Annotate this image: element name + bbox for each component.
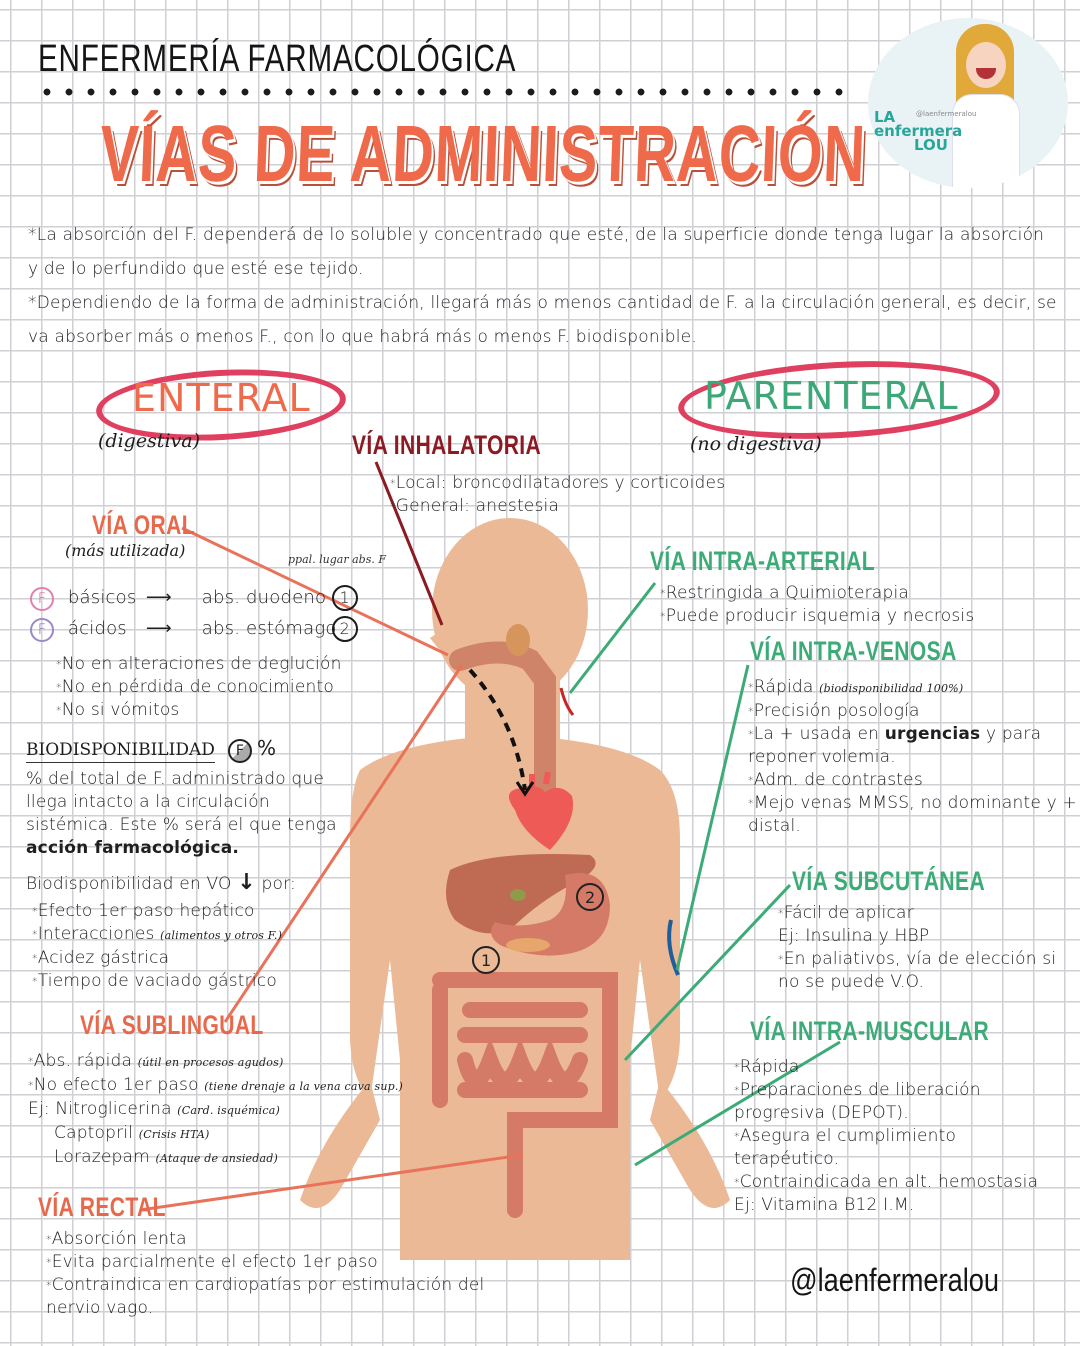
enteral-sublabel: (digestiva)	[98, 430, 200, 452]
nurse-avatar-uniform	[952, 94, 1020, 188]
list-item: Ej: Nitroglicerina (Card. isquémica)	[28, 1099, 281, 1119]
list-item: *La + usada en urgencias y para reponer …	[748, 724, 1042, 767]
drug-f-icon: F	[30, 587, 54, 611]
list-item: *No efecto 1er paso (tiene drenaje a la …	[28, 1075, 404, 1095]
ph-row-acidos: F ácidos ⟶ abs. estómago 2	[30, 613, 358, 644]
ph-absorption-table: F básicos ⟶ abs. duodeno 1 F ácidos ⟶ ab…	[30, 582, 358, 644]
parenteral-sublabel: (no digestiva)	[690, 433, 822, 455]
list-item: *General: anestesia	[390, 496, 560, 516]
absorption-note: ppal. lugar abs. F	[288, 553, 386, 566]
intro-paragraph: *Dependiendo de la forma de administraci…	[28, 293, 1057, 347]
list-item: *No en pérdida de conocimiento	[56, 677, 334, 697]
list-item: Lorazepam (Ataque de ansiedad)	[54, 1147, 278, 1167]
list-item: *Efecto 1er paso hepático	[32, 901, 255, 921]
marker-number: 1	[331, 585, 358, 611]
svg-text:1: 1	[481, 951, 491, 970]
stomach	[491, 873, 610, 956]
via-intra-venosa-list: *Rápida (biodisponibilidad 100%) *Precis…	[748, 676, 1078, 838]
parenteral-label: PARENTERAL	[704, 374, 959, 418]
enteral-label: ENTERAL	[132, 376, 311, 420]
digestive-tract	[449, 624, 556, 811]
intestines	[432, 972, 618, 1218]
via-oral-heading: VÍA ORAL	[92, 510, 195, 540]
drug-f-icon: F	[30, 618, 54, 642]
list-item: Ej: Vitamina B12 I.M.	[734, 1195, 915, 1215]
dotted-divider	[36, 88, 856, 96]
via-subcutanea-heading: VÍA SUBCUTÁNEA	[792, 866, 986, 896]
marker-estomago: 2	[576, 883, 604, 911]
list-item: Ej: Insulina y HBP	[778, 926, 930, 946]
list-item: *Fácil de aplicar	[778, 903, 914, 923]
logo-line-3: LOU	[914, 136, 948, 154]
list-item: *Rápida	[734, 1057, 800, 1077]
dashed-absorption-arrow	[468, 668, 527, 791]
via-sublingual-heading: VÍA SUBLINGUAL	[80, 1010, 264, 1040]
list-item: *En paliativos, vía de elección si no se…	[778, 949, 1057, 992]
biodisponibilidad-title-row: BIODISPONIBILIDAD F %	[26, 736, 276, 763]
via-intra-muscular-list: *Rápida *Preparaciones de liberación pro…	[734, 1056, 1064, 1217]
via-oral-contraindications: *No en alteraciones de deglución *No en …	[56, 653, 342, 722]
percent-sign: %	[257, 736, 277, 760]
ph-row-basicos: F básicos ⟶ abs. duodeno 1	[30, 582, 358, 613]
subject-title: ENFERMERÍA FARMACOLÓGICA	[38, 38, 517, 80]
vo-factors-list: *Efecto 1er paso hepático *Interacciones…	[32, 900, 282, 993]
list-item: *No en alteraciones de deglución	[56, 654, 342, 674]
footer-handle: @laenfermeralou	[790, 1262, 1000, 1298]
list-item: *Rápida (biodisponibilidad 100%)	[748, 677, 964, 697]
list-item: *Adm. de contrastes	[748, 770, 923, 790]
brand-logo: @laenfermeralou LA enfermera LOU	[868, 18, 1068, 188]
nurse-avatar-face	[966, 42, 1006, 88]
svg-text:2: 2	[585, 888, 595, 907]
list-item: *Tiempo de vaciado gástrico	[32, 971, 277, 991]
via-rectal-heading: VÍA RECTAL	[38, 1192, 166, 1222]
via-inhalatoria-heading: VÍA INHALATORIA	[352, 430, 542, 460]
via-intra-arterial-heading: VÍA INTRA-ARTERIAL	[650, 546, 876, 576]
via-sublingual-list: *Abs. rápida (útil en procesos agudos) *…	[28, 1050, 403, 1170]
list-item: *Restringida a Quimioterapia	[660, 583, 910, 603]
list-item: *No si vómitos	[56, 700, 180, 720]
logo-wordmark: LA enfermera LOU	[874, 108, 963, 154]
vo-bioavailability-row: Biodisponibilidad en VO ↓ por:	[26, 870, 296, 895]
via-intra-venosa-heading: VÍA INTRA-VENOSA	[750, 636, 957, 666]
arrowhead-icon	[515, 781, 535, 797]
list-item: *Mejo venas MMSS, no dominante y + dista…	[748, 793, 1077, 836]
page-title: VÍAS DE ADMINISTRACIÓN	[98, 109, 868, 198]
artery-mark	[559, 687, 575, 716]
via-intra-muscular-heading: VÍA INTRA-MUSCULAR	[750, 1016, 990, 1046]
list-item: *Abs. rápida (útil en procesos agudos)	[28, 1051, 284, 1071]
marker-duodeno: 1	[472, 946, 500, 974]
list-item: *Evita parcialmente el efecto 1er paso	[46, 1252, 378, 1272]
intro-paragraph: *La absorción del F. dependerá de lo sol…	[28, 225, 1045, 279]
arrow-down-icon: ↓	[237, 870, 256, 895]
list-item: *Acidez gástrica	[32, 948, 170, 968]
logo-line-2: enfermera	[874, 122, 963, 140]
list-item: *Precisión posología	[748, 701, 920, 721]
via-subcutanea-list: *Fácil de aplicar Ej: Insulina y HBP *En…	[778, 902, 1078, 994]
nurse-avatar-smile	[976, 68, 996, 79]
drug-f-hatched-icon: F	[227, 739, 252, 763]
biodisponibilidad-title: BIODISPONIBILIDAD	[26, 740, 215, 763]
biodisponibilidad-definition: % del total de F. administrado que llega…	[26, 769, 337, 858]
list-item: *Contraindicada en alt. hemostasia	[734, 1172, 1039, 1192]
list-item: Captopril (Crisis HTA)	[54, 1123, 210, 1143]
marker-number: 2	[331, 616, 358, 642]
list-item: *Preparaciones de liberación progresiva …	[734, 1080, 981, 1123]
liver	[446, 854, 596, 934]
list-item: *Contraindica en cardiopatías por estimu…	[46, 1275, 485, 1318]
logo-line-1: LA	[874, 108, 896, 126]
via-oral-sublabel: (más utilizada)	[65, 541, 186, 560]
via-inhalatoria-list: *Local: broncodilatadores y corticoides …	[390, 472, 725, 518]
logo-handle: @laenfermeralou	[916, 110, 977, 118]
list-item: *Local: broncodilatadores y corticoides	[390, 473, 726, 493]
list-item: *Absorción lenta	[46, 1229, 187, 1249]
list-item: *Asegura el cumplimiento terapéutico.	[734, 1126, 957, 1169]
list-item: *Interacciones (alimentos y otros F.)	[32, 924, 283, 944]
via-rectal-list: *Absorción lenta *Evita parcialmente el …	[46, 1228, 516, 1320]
arrow-right-icon: ⟶	[145, 618, 172, 639]
via-intra-arterial-list: *Restringida a Quimioterapia *Puede prod…	[660, 582, 974, 628]
arrow-right-icon: ⟶	[145, 587, 172, 608]
list-item: *Puede producir isquemia y necrosis	[660, 606, 975, 626]
